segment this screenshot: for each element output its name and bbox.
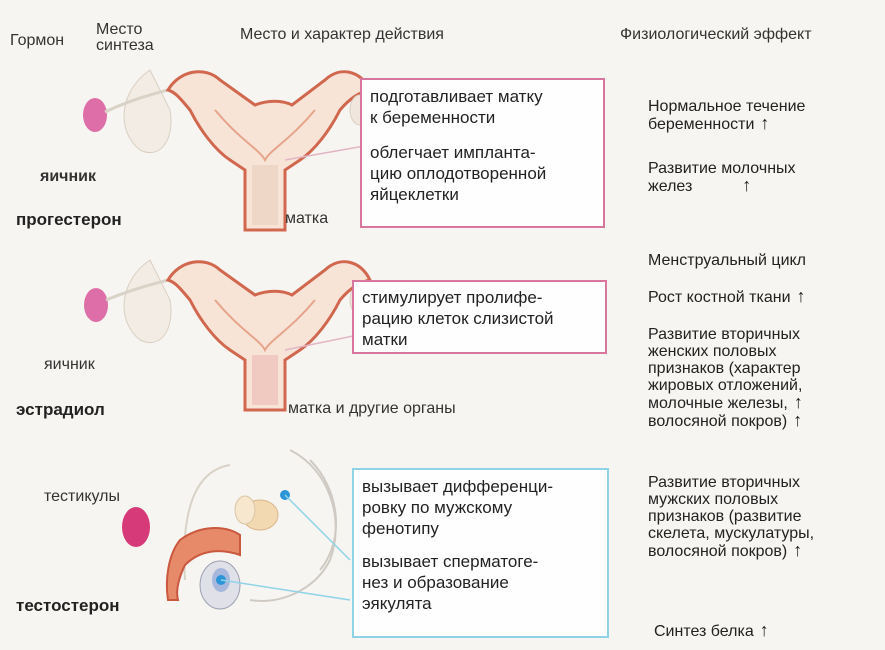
uterus-illustration-1	[83, 69, 373, 232]
effect-line: Нормальное течение	[648, 98, 806, 115]
effect-line: Развитие молочных	[648, 160, 796, 177]
estradiol-effect-1: Менструальный цикл	[648, 252, 807, 269]
box-text: эякулята	[362, 594, 432, 613]
effect-line: признаков (характер	[648, 360, 801, 377]
testosterone-hormone: тестостерон	[16, 596, 120, 615]
effect-line: желез	[648, 178, 693, 195]
box-text: стимулирует пролифе-	[362, 288, 543, 307]
header-effect: Физиологический эффект	[620, 26, 812, 43]
box-text: вызывает сперматоге-	[362, 552, 539, 571]
estradiol-effect-2: Рост костной ткани ↑	[648, 286, 806, 306]
effect-line: Развитие вторичных	[648, 474, 800, 491]
progesterone-effect-2: Развитие молочных желез ↑	[648, 160, 796, 195]
testosterone-effect-2: Синтез белка ↑	[654, 620, 769, 640]
effect-line: Развитие вторичных	[648, 326, 800, 343]
estradiol-site: яичник	[44, 356, 95, 373]
estradiol-organ: матка и другие органы	[288, 400, 456, 417]
up-arrow-icon: ↑	[742, 175, 752, 195]
effect-line: молочные железы,	[648, 395, 788, 412]
progesterone-site: яичник	[40, 168, 96, 185]
male-reproductive-illustration	[122, 449, 351, 610]
effect-line: скелета, мускулатуры,	[648, 525, 815, 542]
header-site-line1: Место	[96, 21, 143, 38]
up-arrow-icon: ↑	[796, 286, 806, 306]
effect-line: мужских половых	[648, 491, 779, 508]
estradiol-hormone: эстрадиол	[16, 400, 105, 419]
estradiol-action-box: стимулирует пролифе- рацию клеток слизис…	[352, 280, 607, 354]
progesterone-action-box: подготавливает матку к беременности обле…	[360, 78, 605, 228]
box-text: яйцеклетки	[370, 185, 459, 204]
box-text: ровку по мужскому	[362, 498, 513, 517]
effect-line: Рост костной ткани	[648, 289, 791, 306]
box-text: матки	[362, 330, 408, 349]
box-text: рацию клеток слизистой	[362, 309, 554, 328]
header-action: Место и характер действия	[240, 26, 444, 43]
up-arrow-icon: ↑	[793, 392, 803, 412]
effect-line: беременности	[648, 116, 755, 133]
up-arrow-icon: ↑	[760, 113, 770, 133]
testosterone-site: тестикулы	[44, 488, 120, 505]
box-text: фенотипу	[362, 519, 439, 538]
box-text: цию оплодотворенной	[370, 164, 547, 183]
effect-line: волосяной покров)	[648, 543, 788, 560]
testis	[122, 507, 150, 547]
up-arrow-icon: ↑	[759, 620, 769, 640]
box-text: вызывает дифференци-	[362, 477, 553, 496]
box-text: к беременности	[370, 108, 496, 127]
up-arrow-icon: ↑	[793, 410, 803, 430]
estradiol-effect-3: Развитие вторичных женских половых призн…	[648, 326, 803, 430]
box-text: облегчает импланта-	[370, 143, 536, 162]
effect-line: волосяной покров)	[648, 413, 788, 430]
effect-line: женских половых	[648, 343, 777, 360]
up-arrow-icon: ↑	[793, 540, 803, 560]
ovary-2	[84, 288, 108, 322]
progesterone-organ: матка	[285, 210, 329, 227]
box-text: нез и образование	[362, 573, 509, 592]
header-hormone: Гормон	[10, 32, 65, 49]
effect-line: Синтез белка	[654, 623, 754, 640]
testosterone-effect-1: Развитие вторичных мужских половых призн…	[648, 474, 814, 560]
effect-line: признаков (развитие	[648, 508, 802, 525]
box-text: подготавливает матку	[370, 87, 543, 106]
progesterone-effect-1: Нормальное течение беременности ↑	[648, 98, 805, 133]
header-site-line2: синтеза	[96, 37, 154, 54]
progesterone-hormone: прогестерон	[16, 210, 122, 229]
testosterone-action-box: вызывает дифференци- ровку по мужскому ф…	[352, 468, 609, 638]
effect-line: жировых отложений,	[648, 377, 803, 394]
header-site: Место синтеза	[96, 22, 154, 54]
uterus-illustration-2	[84, 259, 373, 412]
ovary-1	[83, 98, 107, 132]
